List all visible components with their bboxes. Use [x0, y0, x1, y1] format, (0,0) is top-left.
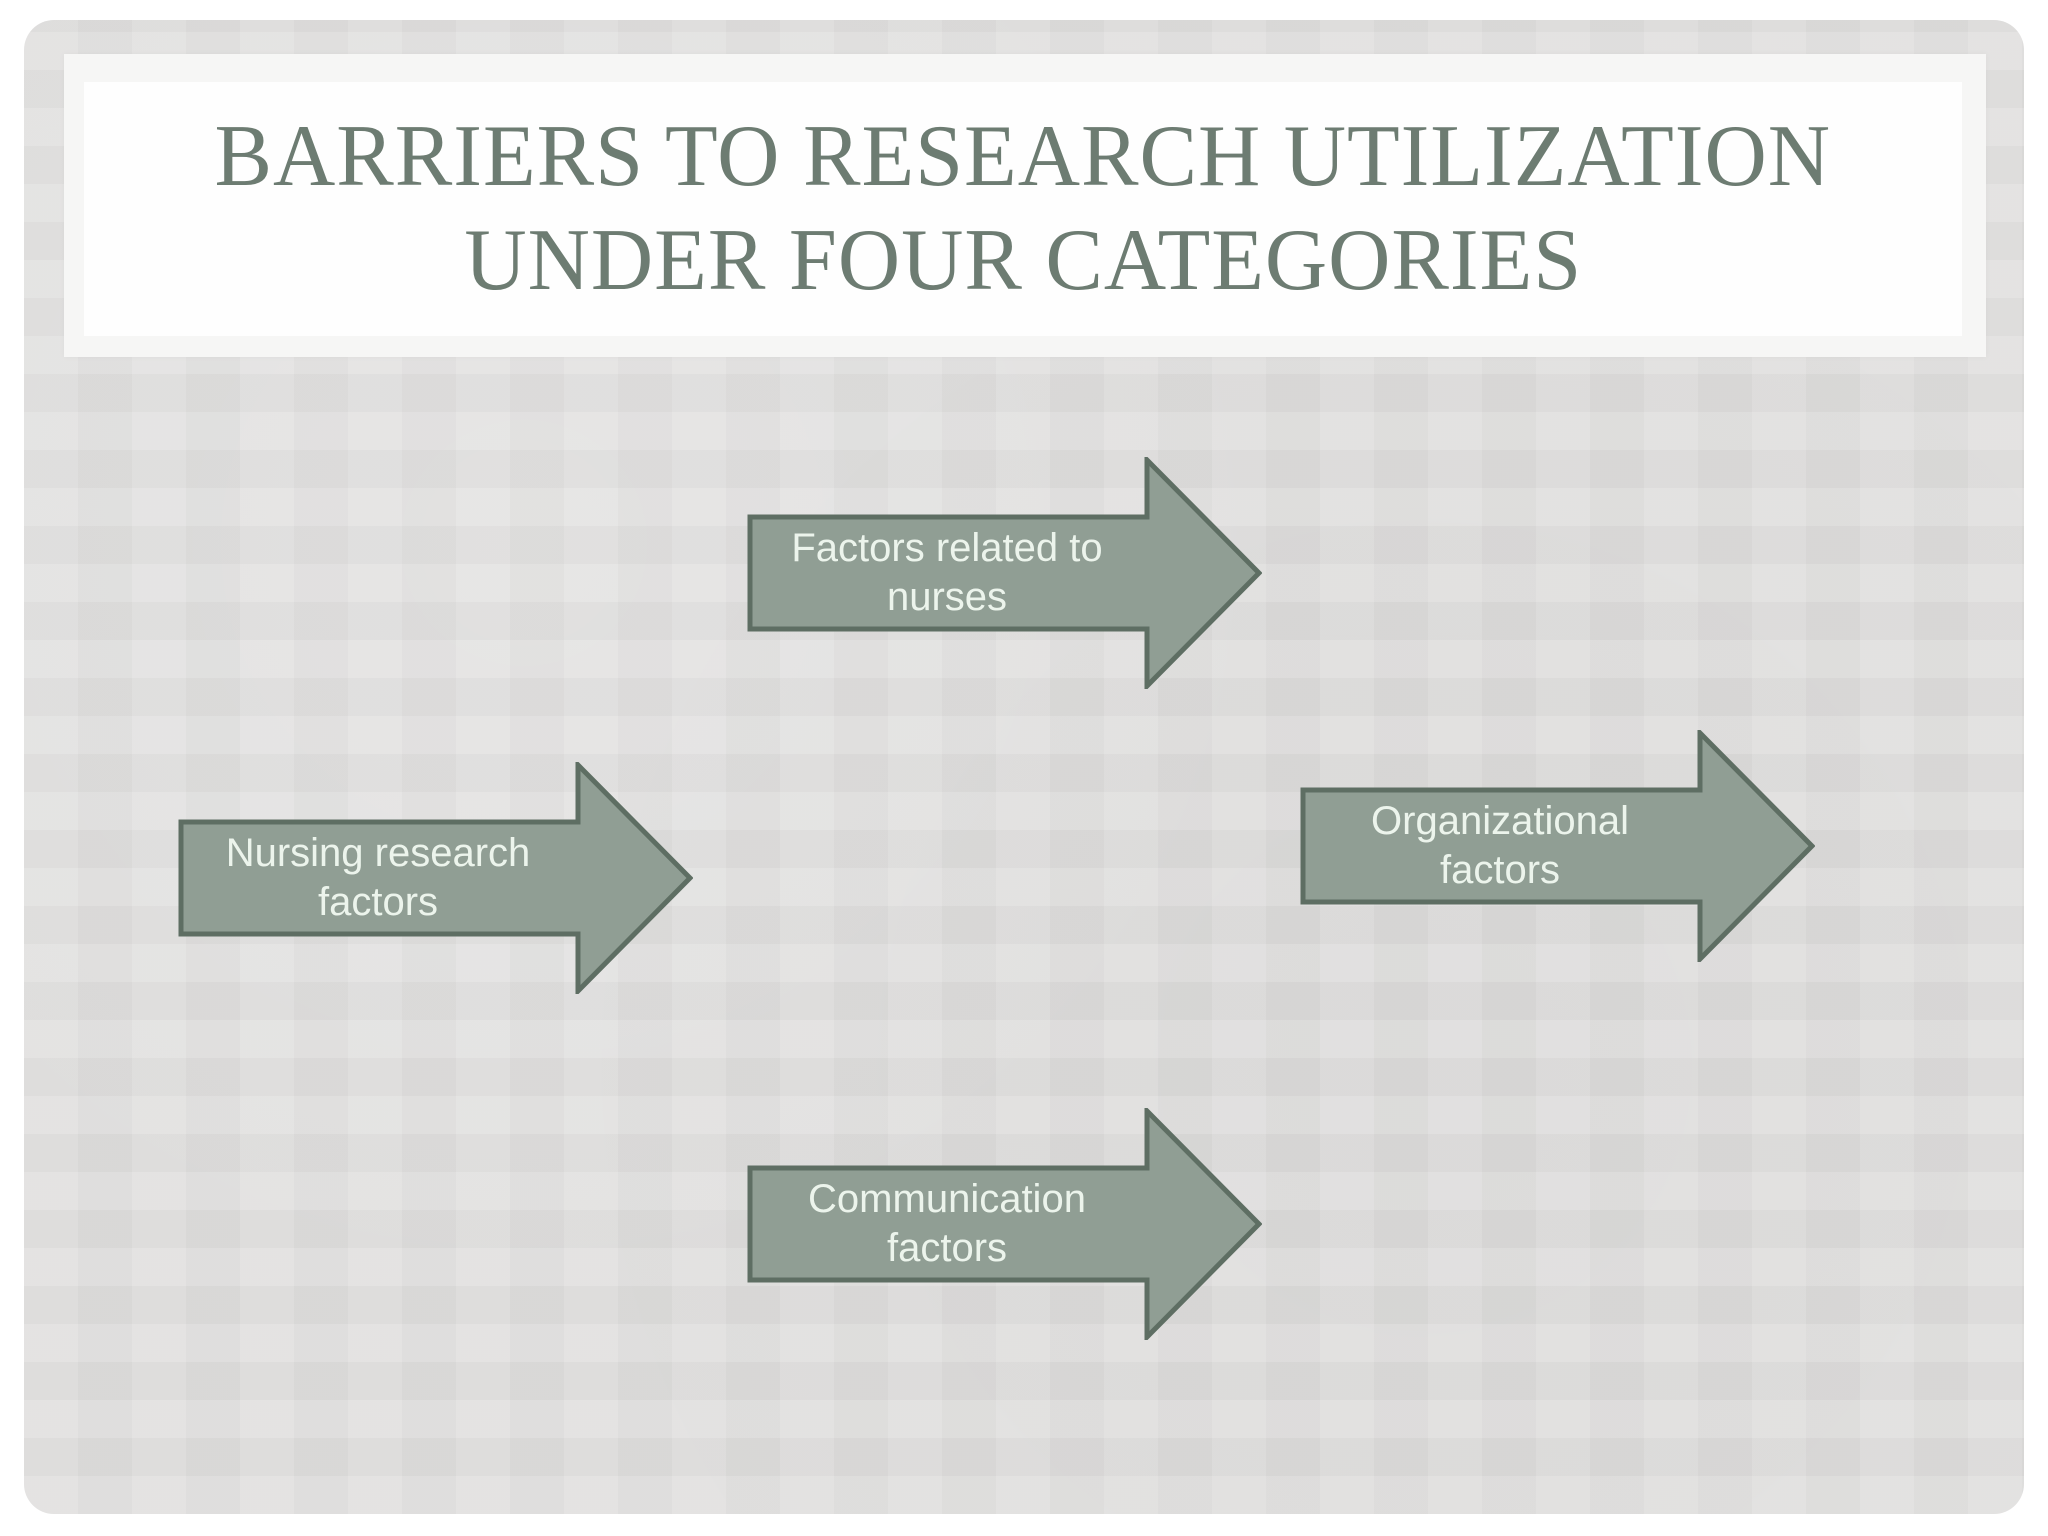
- arrow-label-line-1: Communication: [808, 1177, 1086, 1221]
- right-arrow-shape: [1300, 730, 1815, 962]
- title-box-frame: BARRIERS TO RESEARCH UTILIZATION UNDER F…: [64, 54, 1986, 357]
- arrow-label: Organizational factors: [1300, 790, 1700, 902]
- slide-canvas: BARRIERS TO RESEARCH UTILIZATION UNDER F…: [24, 20, 2024, 1514]
- arrow-label: Nursing research factors: [178, 822, 578, 934]
- arrow-factors-related-to-nurses: Factors related to nurses: [747, 457, 1262, 689]
- arrow-organizational-factors: Organizational factors: [1300, 730, 1815, 962]
- right-arrow-icon: [747, 1108, 1262, 1340]
- arrow-label-line-2: nurses: [886, 575, 1008, 619]
- arrow-label-line-1: Nursing research: [225, 831, 531, 875]
- arrow-label-line-1: Factors related to: [791, 526, 1103, 570]
- right-arrow-shape: [178, 762, 693, 994]
- title-box: BARRIERS TO RESEARCH UTILIZATION UNDER F…: [84, 82, 1962, 336]
- arrow-communication-factors: Communication factors: [747, 1108, 1262, 1340]
- right-arrow-icon: [747, 457, 1262, 689]
- right-arrow-shape: [747, 1108, 1262, 1340]
- arrow-label-line-2: factors: [1439, 848, 1561, 892]
- arrow-label: Factors related to nurses: [747, 517, 1147, 629]
- arrow-label-line-2: factors: [317, 880, 439, 924]
- arrow-label-line-1: Organizational: [1371, 799, 1629, 843]
- slide-title-line-1: BARRIERS TO RESEARCH UTILIZATION: [214, 108, 1832, 205]
- right-arrow-icon: [1300, 730, 1815, 962]
- arrow-nursing-research-factors: Nursing research factors: [178, 762, 693, 994]
- arrow-label-line-2: factors: [886, 1226, 1008, 1270]
- arrow-label: Communication factors: [747, 1168, 1147, 1280]
- right-arrow-icon: [178, 762, 693, 994]
- slide-title-line-2: UNDER FOUR CATEGORIES: [464, 212, 1582, 309]
- right-arrow-shape: [747, 457, 1262, 689]
